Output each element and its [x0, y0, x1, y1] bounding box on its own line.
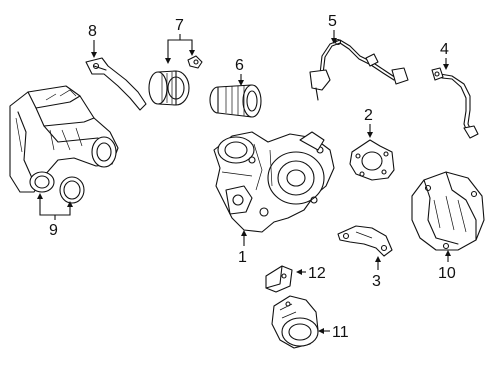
label-11: 11 [332, 324, 349, 341]
part-3-bracket [337, 225, 393, 257]
callout-1: 1 [238, 230, 247, 266]
label-1: 1 [238, 249, 247, 266]
part-8-pipe-bracket [85, 57, 147, 111]
callout-5: 5 [328, 13, 337, 44]
callout-8: 8 [88, 23, 97, 58]
label-7: 7 [175, 17, 184, 34]
label-12: 12 [308, 265, 326, 282]
part-2-gasket [349, 139, 395, 181]
callout-11: 11 [318, 324, 349, 341]
part-5-sensor-harness [309, 38, 409, 101]
label-3: 3 [372, 273, 381, 290]
part-4-sensor-lead [431, 67, 479, 139]
part-12-small-bracket [265, 265, 293, 293]
label-4: 4 [440, 41, 449, 58]
part-7-coupler [148, 55, 203, 106]
callout-9: 9 [37, 193, 73, 239]
callout-12: 12 [296, 265, 326, 282]
part-9-air-intake-housing [9, 85, 119, 204]
part-1-turbocharger [213, 131, 335, 233]
callout-3: 3 [372, 256, 381, 290]
part-6-intake-hose [209, 84, 262, 118]
callout-6: 6 [235, 57, 244, 86]
label-6: 6 [235, 57, 244, 74]
callout-7: 7 [165, 17, 195, 64]
part-10-heat-shield [411, 171, 485, 251]
label-2: 2 [364, 107, 373, 124]
label-9: 9 [49, 222, 58, 239]
label-5: 5 [328, 13, 337, 30]
label-8: 8 [88, 23, 97, 40]
callout-2: 2 [364, 107, 373, 138]
callout-4: 4 [440, 41, 449, 70]
callout-10: 10 [438, 250, 456, 282]
label-10: 10 [438, 265, 456, 282]
part-11-outlet-duct [271, 295, 319, 349]
